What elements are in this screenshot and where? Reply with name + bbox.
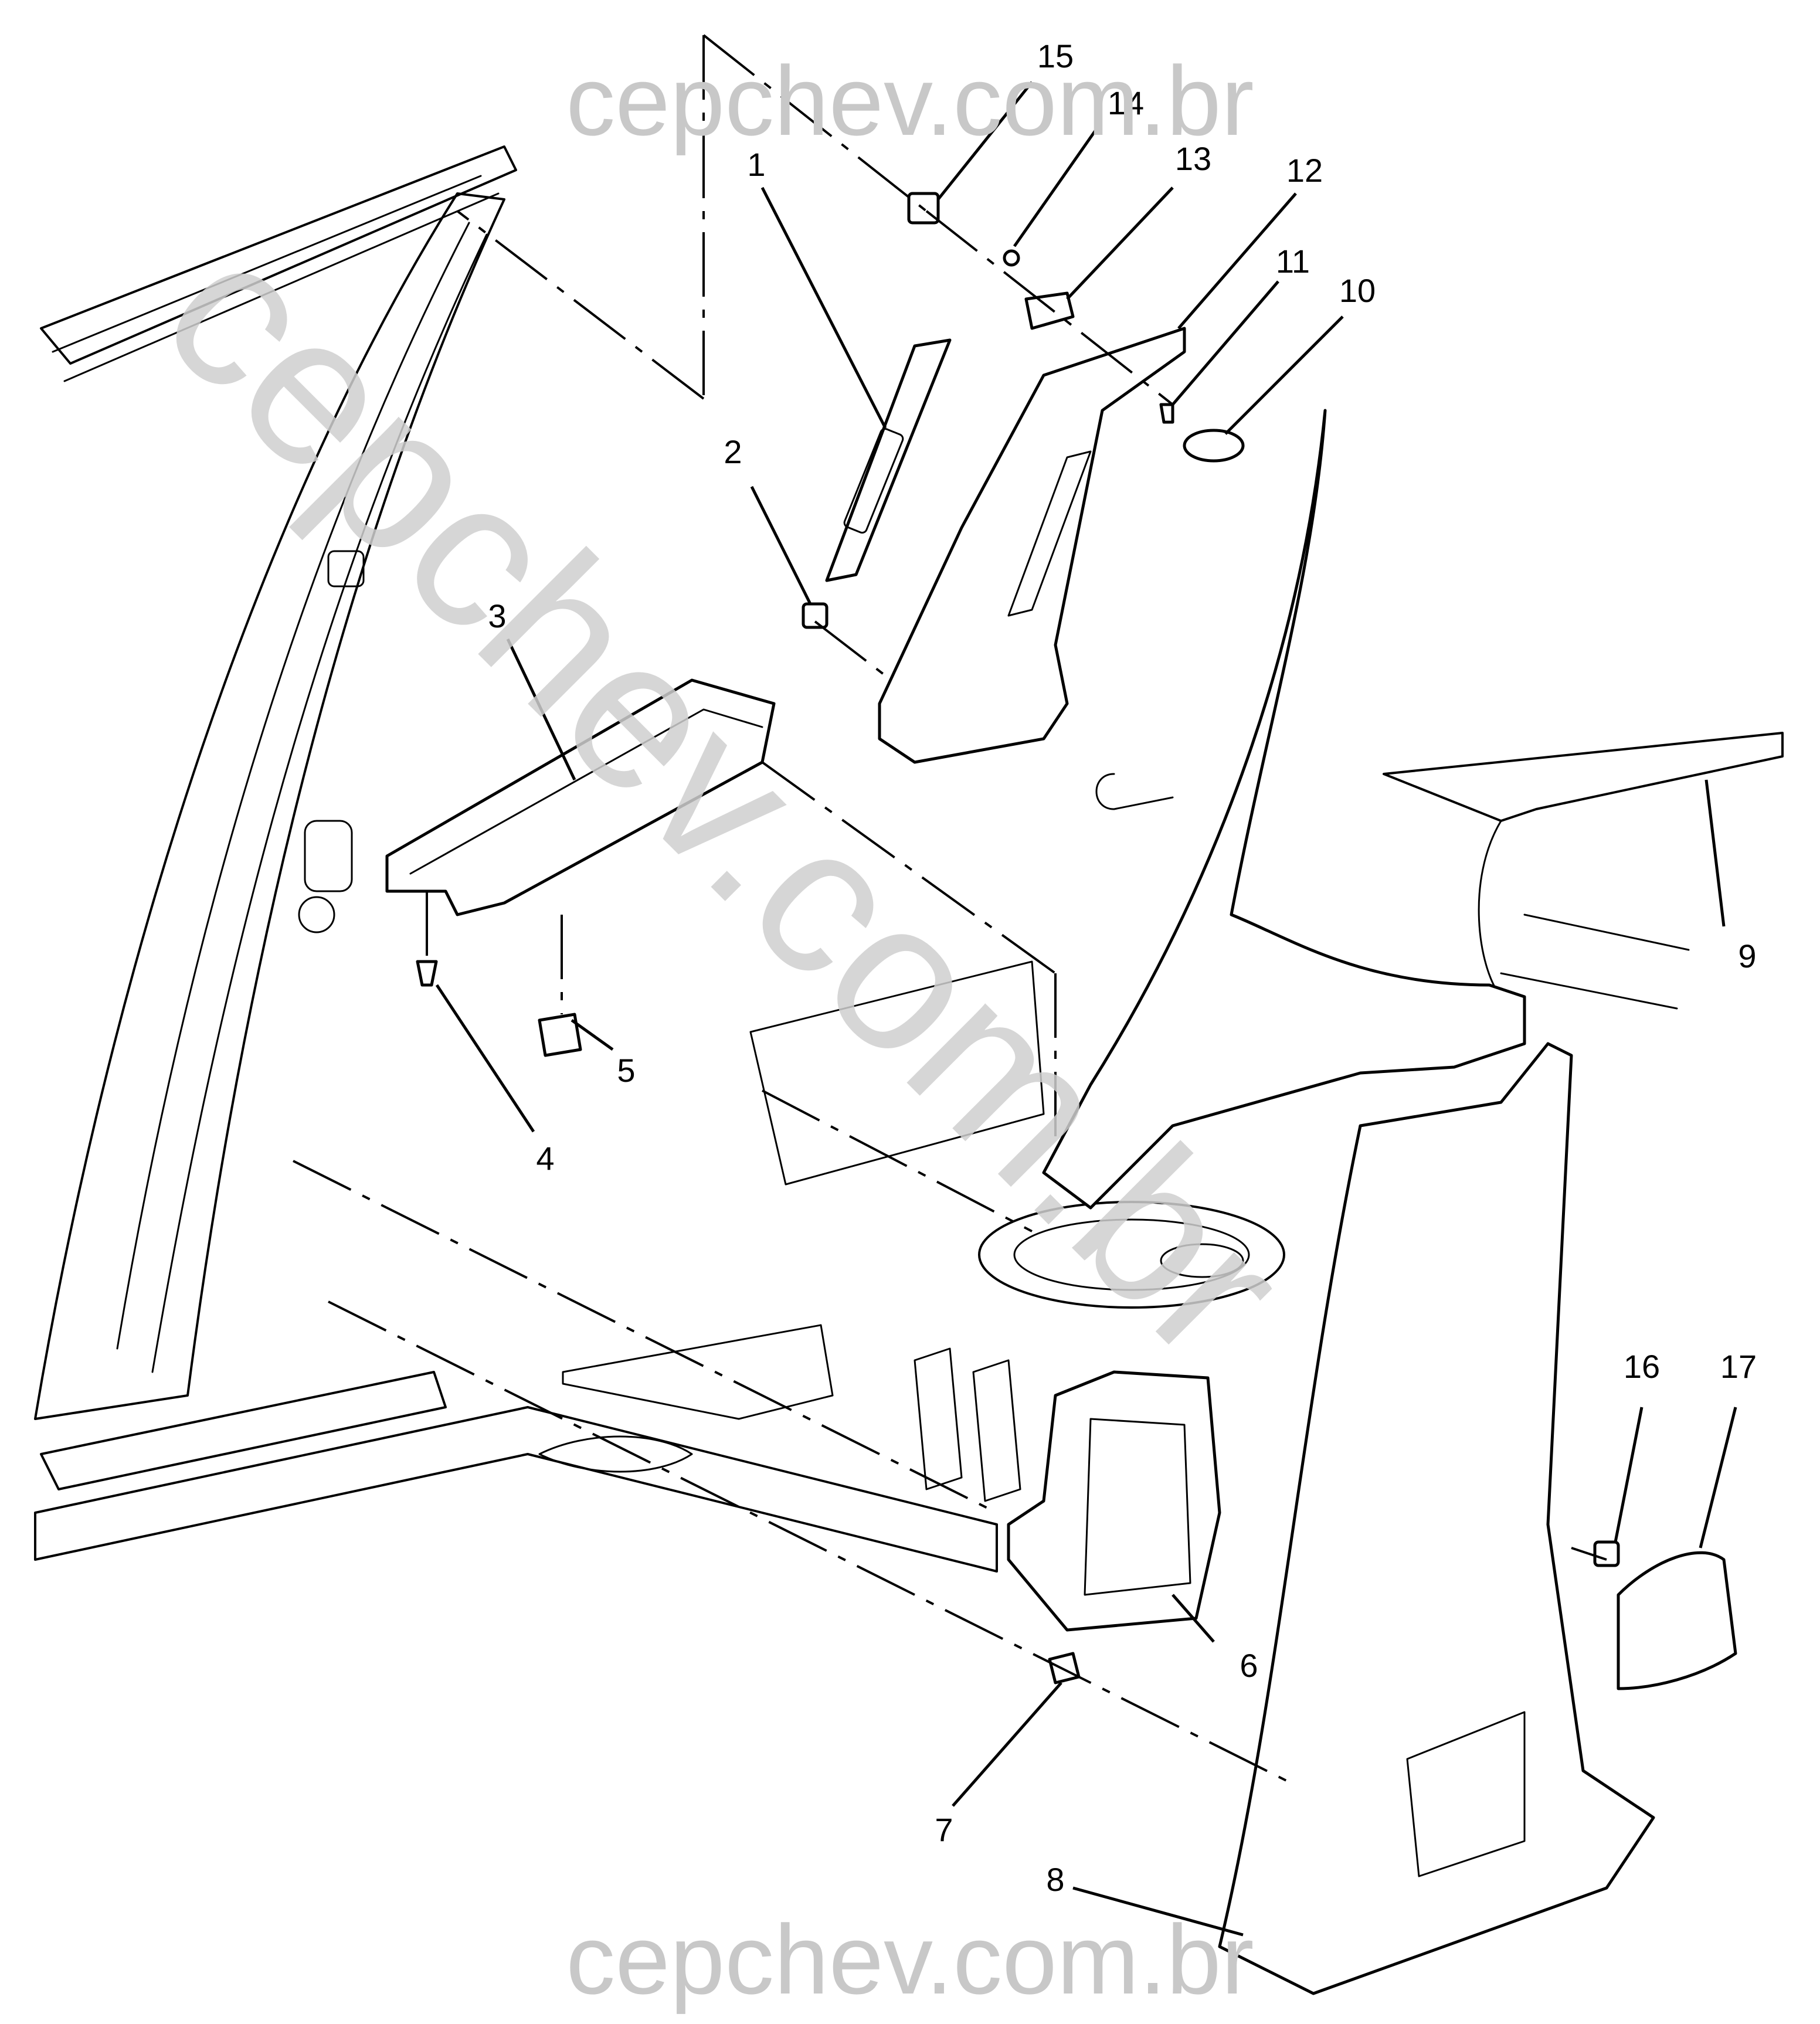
part-1-inner [843,427,904,534]
callout-leaders [435,81,1737,1937]
part-3-sill-plate [385,678,776,916]
rear-quarter-structure [1383,732,1784,1010]
watermark-top: cepchev.com.br [566,46,1254,156]
part-16-clip [1593,1540,1620,1567]
part-12-vent-slot [1007,450,1092,617]
callout-6: 6 [1240,1647,1258,1684]
part-6-kick-panel [1007,1370,1221,1632]
callout-16: 16 [1624,1348,1660,1385]
callout-8: 8 [1046,1861,1064,1898]
callout-15: 15 [1037,38,1074,74]
callout-13: 13 [1175,140,1211,177]
part-2-clip [802,602,828,629]
callout-3: 3 [488,597,506,634]
part-9-pillar-trim [1042,409,1526,1210]
callout-11: 11 [1276,243,1310,280]
part-12-upper-trim-panel [878,327,1186,764]
part-7-clip [1048,1652,1081,1685]
part-13-anchor-bracket [1024,291,1075,330]
a-pillar-body-structure [34,145,517,1490]
callout-4: 4 [536,1140,554,1177]
part-1-trim-strip [825,338,952,582]
callout-labels: 1 2 3 4 5 6 7 8 9 10 11 12 13 14 15 16 1… [488,38,1757,1898]
part-6-inner [1084,1418,1191,1596]
callout-14: 14 [1108,84,1144,121]
callout-9: 9 [1738,938,1756,974]
assembly-lines [293,34,1607,1784]
callout-12: 12 [1286,152,1323,189]
part-5-clip [538,1013,582,1057]
part-4-push-pin [416,960,438,987]
callout-1: 1 [747,146,765,183]
callout-10: 10 [1339,272,1376,309]
part-14-screw [1003,249,1020,267]
callout-5: 5 [617,1052,635,1089]
part-10-cover-cap [1183,429,1245,463]
part-11-screw [1159,403,1174,424]
callout-2: 2 [724,433,742,470]
watermark-bottom: cepchev.com.br [566,1904,1254,2015]
part-8-storage-pocket [1406,1711,1526,1877]
callout-7: 7 [935,1811,953,1848]
part-8-quarter-trim [1218,1042,1655,1995]
part-3-ridge [409,708,763,875]
callout-17: 17 [1720,1348,1757,1385]
part-17-access-cover [1617,1551,1737,1690]
